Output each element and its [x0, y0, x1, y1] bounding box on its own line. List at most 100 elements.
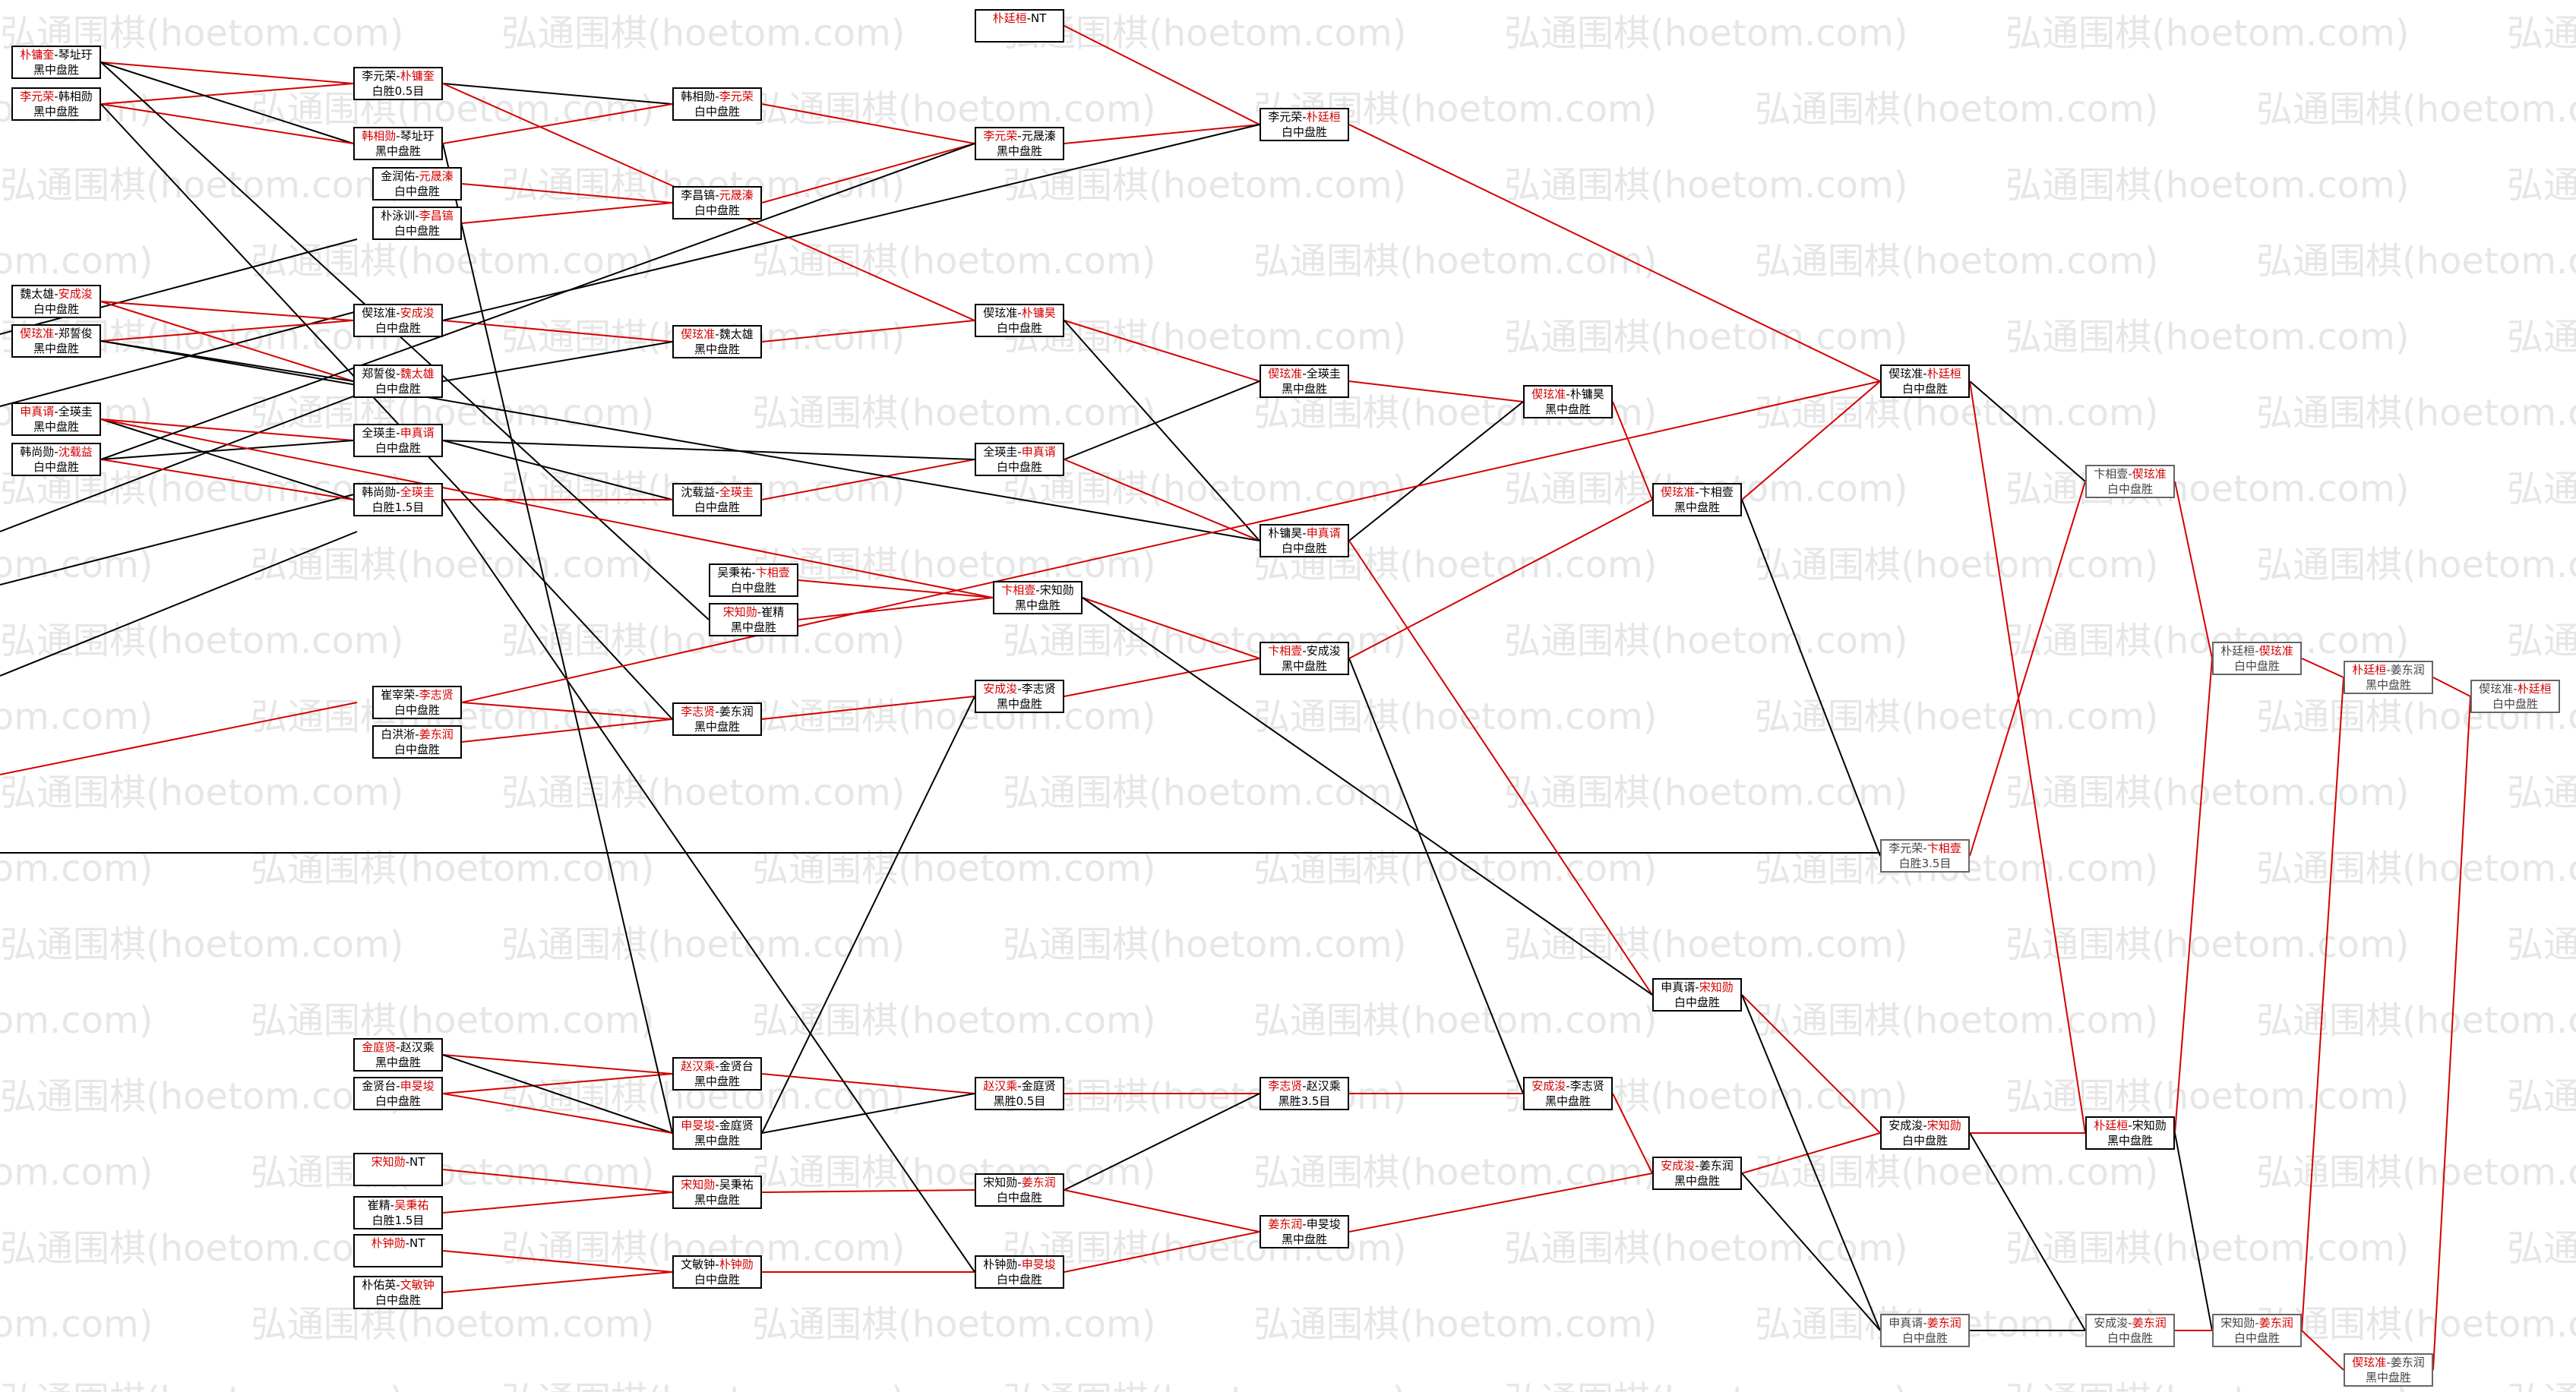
match-pair: 宋知勋-崔精	[723, 605, 784, 619]
match-node-i2: 朴廷桓-宋知勋黑中盘胜	[2085, 1116, 2175, 1150]
bracket-wire	[442, 1093, 673, 1134]
match-result: 黑中盘胜	[1281, 382, 1327, 396]
separator: -	[1017, 129, 1022, 143]
bracket-wire	[1064, 1231, 1260, 1273]
match-node-d8: 朴钟勋-申旻埈白中盘胜	[975, 1255, 1064, 1289]
bracket-wire	[461, 380, 1881, 703]
match-pair: 偰玹准-卞相壹	[1661, 485, 1733, 499]
match-result: 黑中盘胜	[375, 144, 421, 158]
match-pair: 朴泳训-李昌镐	[381, 209, 453, 223]
player-black: 偰玹准	[362, 306, 397, 320]
player-white: 宋知勋	[1926, 1119, 1961, 1132]
match-pair: 朴镛奎-琴址玗	[20, 48, 92, 62]
player-white: 安成浚	[1306, 644, 1341, 658]
match-result: 白中盘胜	[394, 224, 440, 238]
bracket-wire	[442, 320, 673, 342]
match-pair: 韩尚勋-沈载益	[20, 445, 92, 459]
player-white: NT	[1031, 11, 1047, 25]
match-node-b14: 崔精-吴秉祐白胜1.5目	[353, 1196, 443, 1229]
player-black: 卞相壹	[1001, 583, 1036, 597]
separator: -	[1017, 1176, 1022, 1189]
bracket-wire	[1741, 380, 1881, 500]
match-node-b15: 朴钟勋-NT	[353, 1234, 443, 1267]
player-white: 李昌镐	[419, 209, 454, 223]
match-node-c10: 宋知勋-吴秉祐黑中盘胜	[672, 1176, 762, 1209]
separator: -	[54, 445, 58, 459]
match-pair: 魏太雄-安成浚	[20, 287, 92, 301]
separator: -	[1302, 644, 1307, 658]
match-pair: 卞相壹-偰玹准	[2094, 467, 2166, 481]
match-node-b10: 白洪淅-姜东润白中盘胜	[372, 725, 462, 759]
player-black: 朴镛昊	[1268, 526, 1303, 540]
match-node-h2: 李元荣-卞相壹白胜3.5目	[1880, 839, 1970, 873]
match-node-d6: 赵汉乘-金庭贤黑胜0.5目	[975, 1077, 1064, 1110]
separator: -	[415, 688, 419, 702]
match-result: 黑中盘胜	[1674, 500, 1720, 514]
match-node-b12: 金贤台-申旻埈白中盘胜	[353, 1077, 443, 1110]
player-white: 安成浚	[58, 287, 93, 301]
match-result: 白中盘胜	[33, 460, 79, 474]
separator: -	[1302, 1217, 1307, 1231]
match-pair: 韩尚勋-全瑛圭	[362, 485, 434, 499]
player-white: 元晟溱	[1021, 129, 1056, 143]
match-pair: 全瑛圭-申真谞	[983, 445, 1055, 459]
match-node-c4: 沈载益-全瑛圭白中盘胜	[672, 483, 762, 516]
player-black: 偰玹准	[1661, 485, 1696, 499]
separator: -	[1695, 980, 1699, 994]
separator: -	[396, 367, 400, 380]
bracket-wire	[1969, 380, 2086, 482]
player-white: 赵汉乘	[400, 1040, 435, 1054]
separator: -	[1302, 1079, 1307, 1093]
player-white: 吴秉祐	[394, 1198, 429, 1212]
match-pair: 安成浚-李志贤	[1531, 1079, 1604, 1093]
bracket-wire	[1969, 1132, 2086, 1331]
match-node-d4: 卞相壹-宋知勋黑中盘胜	[993, 581, 1083, 614]
player-black: 朴廷桓	[2220, 644, 2255, 658]
separator: -	[396, 69, 400, 83]
player-white: 全瑛圭	[1306, 367, 1341, 380]
bracket-wire	[761, 1073, 975, 1094]
match-node-c5: 吴秉祐-卞相壹白中盘胜	[709, 563, 798, 597]
match-result: 黑中盘胜	[33, 63, 79, 77]
separator: -	[715, 188, 719, 202]
bracket-wire	[1082, 597, 1260, 659]
match-pair: 申旻埈-金庭贤	[681, 1119, 753, 1132]
match-pair: 全瑛圭-申真谞	[362, 426, 434, 440]
match-pair: 偰玹准-全瑛圭	[1268, 367, 1340, 380]
bracket-wire	[1064, 320, 1260, 541]
match-node-b13: 宋知勋-NT	[353, 1153, 443, 1186]
bracket-wire	[100, 418, 994, 598]
player-black: 赵汉乘	[983, 1079, 1018, 1093]
player-black: 韩尚勋	[362, 485, 397, 499]
bracket-wire	[1064, 1093, 1260, 1191]
match-pair: 郑誓俊-魏太雄	[362, 367, 434, 380]
bracket-wire	[2301, 677, 2344, 1331]
player-white: 李元荣	[719, 90, 754, 103]
bracket-wire	[100, 83, 354, 105]
match-node-b7: 全瑛圭-申真谞白中盘胜	[353, 424, 443, 457]
match-node-d3: 全瑛圭-申真谞白中盘胜	[975, 443, 1064, 476]
match-pair: 李元荣-韩相勋	[20, 90, 92, 103]
match-pair: 李志贤-姜东润	[681, 705, 753, 718]
bracket-wire	[442, 341, 673, 382]
player-white: 元晟溱	[419, 169, 454, 183]
separator: -	[715, 485, 719, 499]
bracket-wire	[100, 301, 354, 382]
player-white: 全瑛圭	[719, 485, 754, 499]
match-result: 白中盘胜	[996, 1191, 1042, 1204]
match-pair: 李元荣-朴镛奎	[362, 69, 434, 83]
player-black: 朴泳训	[381, 209, 416, 223]
player-black: 崔宰荣	[381, 688, 416, 702]
separator: -	[54, 48, 58, 62]
player-white: 朴镛昊	[1021, 306, 1056, 320]
bracket-wire	[1741, 499, 1881, 857]
bracket-wire	[1082, 597, 1653, 996]
player-white: 姜东润	[419, 728, 454, 741]
match-result: 黑胜3.5目	[1278, 1094, 1331, 1108]
match-node-d7: 宋知勋-姜东润白中盘胜	[975, 1173, 1064, 1207]
match-result: 白中盘胜	[996, 460, 1042, 474]
match-pair: 宋知勋-NT	[371, 1155, 425, 1169]
match-result: 黑中盘胜	[730, 620, 776, 634]
match-result: 白胜0.5目	[371, 84, 425, 98]
stray-wire	[0, 702, 358, 775]
